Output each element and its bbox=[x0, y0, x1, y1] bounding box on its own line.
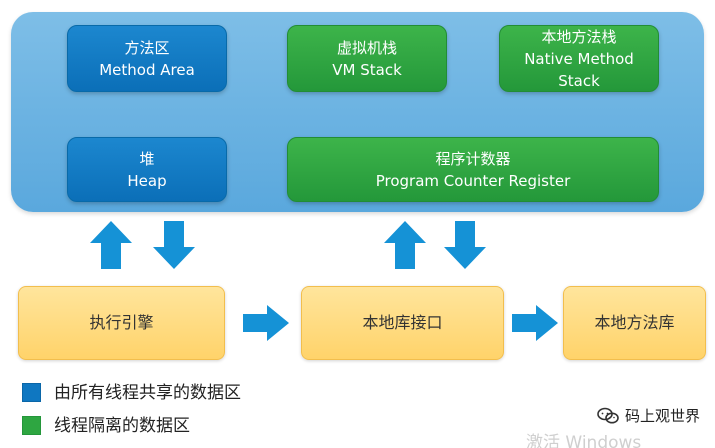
execution-engine-down-arrow bbox=[153, 221, 195, 269]
vm-stack-box: 虚拟机栈 VM Stack bbox=[287, 25, 447, 92]
native-method-stack-cn: 本地方法栈 bbox=[541, 27, 617, 46]
native-method-stack-en-1: Native Method bbox=[524, 49, 634, 68]
native-library-box: 本地方法库 bbox=[563, 286, 706, 360]
native-interface-label: 本地库接口 bbox=[362, 313, 443, 332]
method-area-cn: 方法区 bbox=[124, 38, 170, 57]
native-interface-up-arrow bbox=[384, 221, 426, 269]
activate-windows-text: 激活 Windows bbox=[526, 433, 642, 448]
program-counter-en: Program Counter Register bbox=[375, 171, 571, 190]
program-counter-cn: 程序计数器 bbox=[435, 149, 511, 168]
execution-engine-box: 执行引擎 bbox=[18, 286, 225, 360]
method-area-en: Method Area bbox=[99, 60, 195, 79]
legend-isolated-label: 线程隔离的数据区 bbox=[54, 416, 190, 436]
execution-engine-up-arrow bbox=[90, 221, 132, 269]
native-library-label: 本地方法库 bbox=[594, 313, 675, 332]
method-area-box: 方法区 Method Area bbox=[67, 25, 227, 92]
native-interface-down-arrow bbox=[444, 221, 486, 269]
interface-to-library-arrow bbox=[512, 305, 558, 341]
watermark: 码上观世界 bbox=[597, 405, 700, 426]
legend-shared-label: 由所有线程共享的数据区 bbox=[54, 383, 241, 403]
native-method-stack-en-2: Stack bbox=[558, 71, 600, 90]
heap-en: Heap bbox=[127, 171, 167, 190]
legend-isolated-swatch bbox=[22, 416, 41, 435]
vm-stack-en: VM Stack bbox=[332, 60, 402, 79]
execution-engine-label: 执行引擎 bbox=[89, 313, 154, 332]
program-counter-box: 程序计数器 Program Counter Register bbox=[287, 137, 659, 202]
watermark-text: 码上观世界 bbox=[624, 407, 700, 425]
engine-to-interface-arrow bbox=[243, 305, 289, 341]
vm-stack-cn: 虚拟机栈 bbox=[336, 38, 397, 57]
native-method-stack-box: 本地方法栈 Native Method Stack bbox=[499, 25, 659, 92]
heap-cn: 堆 bbox=[139, 149, 155, 168]
heap-box: 堆 Heap bbox=[67, 137, 227, 202]
native-interface-box: 本地库接口 bbox=[301, 286, 504, 360]
wechat-icon bbox=[597, 407, 619, 423]
legend-shared-swatch bbox=[22, 383, 41, 402]
